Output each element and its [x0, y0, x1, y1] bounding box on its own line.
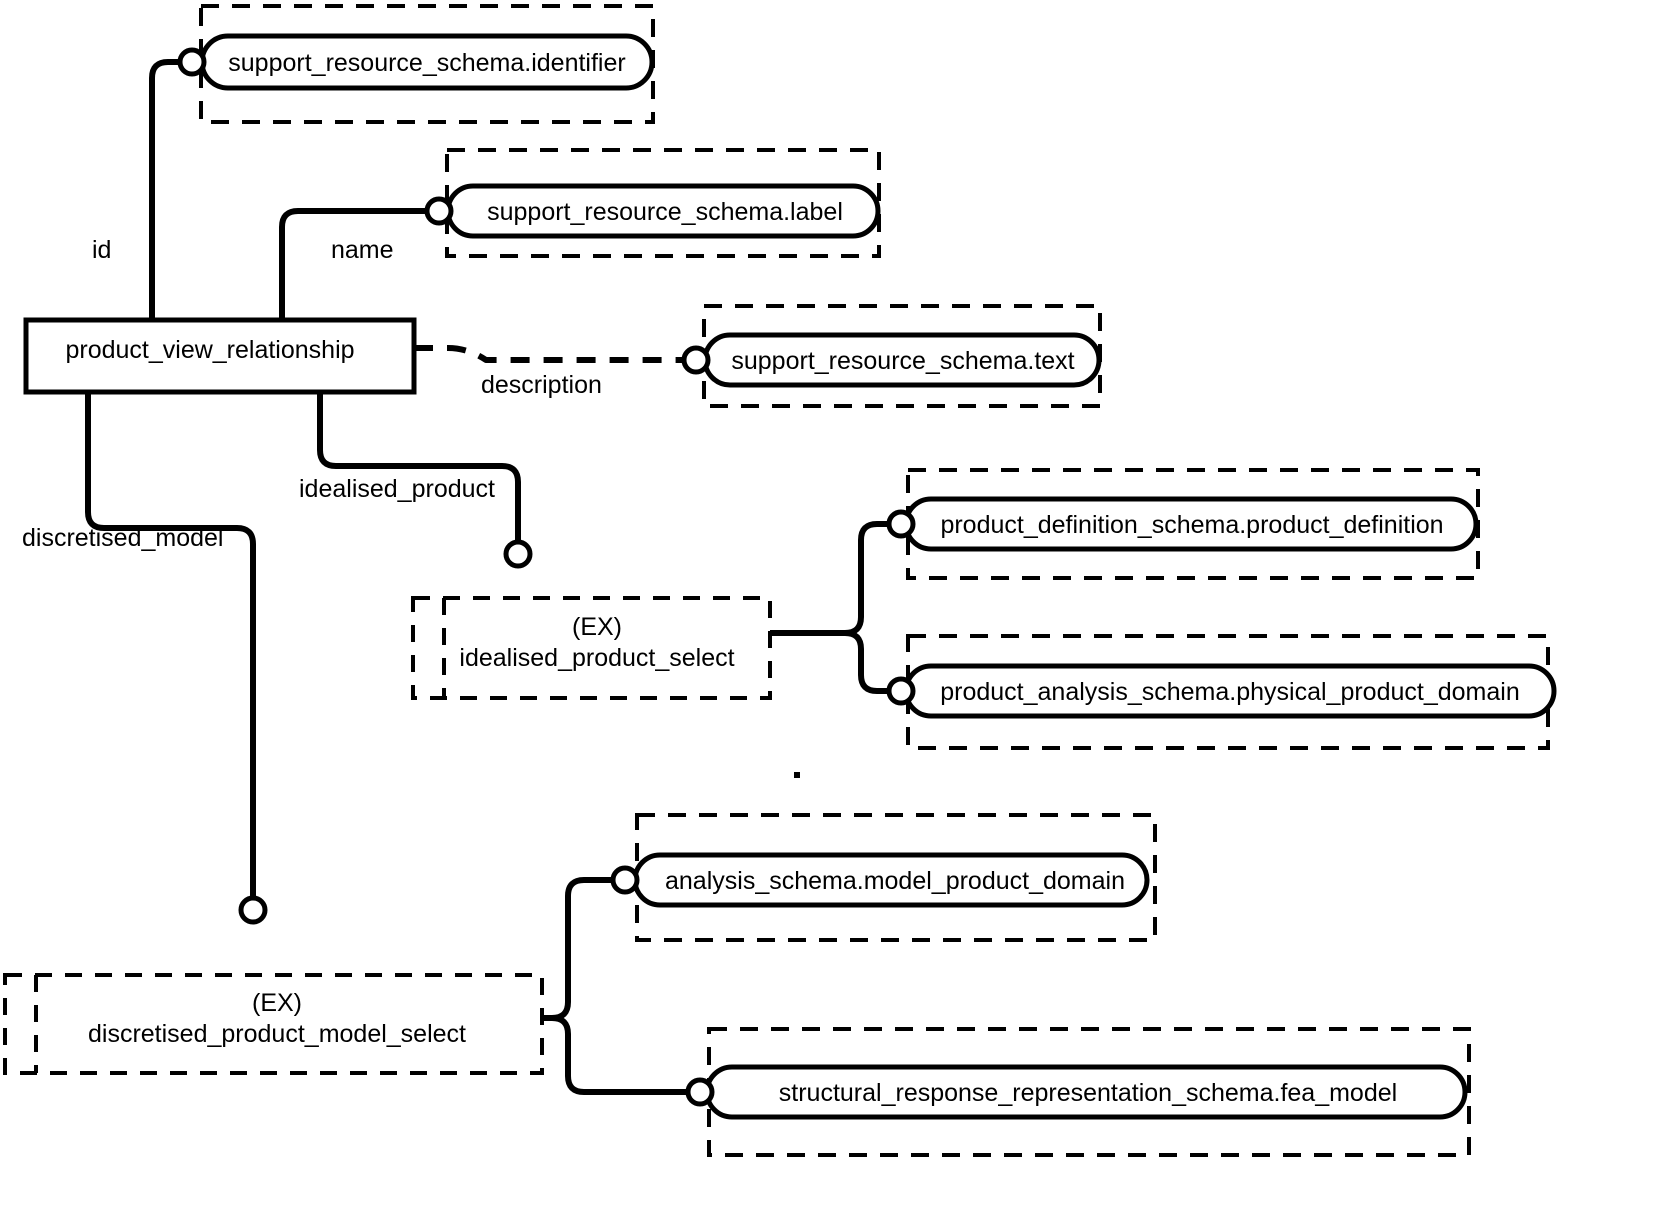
entity-box-product-view-relationship	[23, 317, 417, 395]
label-discretised-product-model-select-name: discretised_product_model_select	[88, 1020, 466, 1048]
label-idealised-product-select-prefix: (EX)	[572, 613, 622, 641]
label-support-resource-schema-text: support_resource_schema.text	[731, 347, 1074, 375]
connection-circle-fea-model	[685, 1077, 715, 1107]
relation-line-description	[414, 345, 690, 363]
label-analysis-schema-model-product-domain: analysis_schema.model_product_domain	[665, 867, 1125, 895]
relation-line-to-fea-model	[551, 1015, 690, 1095]
relation-line-id	[149, 59, 186, 320]
connection-circle-discretised-product-model-select	[238, 895, 268, 925]
attribute-label-idealised-product: idealised_product	[299, 475, 495, 503]
attribute-label-description: description	[481, 371, 602, 399]
connection-circle-physical-product-domain	[886, 676, 916, 706]
connection-circle-model-product-domain	[610, 865, 640, 895]
label-discretised-product-model-select-prefix: (EX)	[252, 989, 302, 1017]
label-support-resource-schema-label: support_resource_schema.label	[487, 198, 843, 226]
select-box-discretised-product-model-select	[3, 973, 544, 1075]
connection-circle-idealised-product-select	[503, 539, 533, 569]
label-idealised-product-select-name: idealised_product_select	[459, 644, 734, 672]
relation-line-to-model-product-domain	[551, 877, 613, 1021]
label-support-resource-schema-identifier: support_resource_schema.identifier	[228, 49, 625, 77]
connection-circle-text	[681, 345, 711, 375]
connection-circle-product-definition	[886, 509, 916, 539]
relation-line-discretised-model	[85, 392, 256, 904]
relation-line-name	[279, 208, 433, 320]
relation-line-to-product-definition	[844, 521, 896, 636]
label-product-definition-schema-product-definition: product_definition_schema.product_defini…	[940, 511, 1443, 539]
relation-line-to-physical-product-domain	[844, 630, 896, 694]
label-structural-response-representation-schema-fea-model: structural_response_representation_schem…	[779, 1079, 1397, 1107]
label-product-view-relationship: product_view_relationship	[65, 336, 354, 364]
label-product-analysis-schema-physical-product-domain: product_analysis_schema.physical_product…	[940, 678, 1520, 706]
scan-speck	[794, 772, 800, 778]
connection-circle-label	[424, 196, 454, 226]
relation-line-idealised-product	[317, 392, 521, 548]
select-box-idealised-product-select	[411, 596, 772, 700]
attribute-label-discretised-model: discretised_model	[22, 524, 224, 552]
attribute-label-name: name	[331, 236, 394, 264]
attribute-label-id: id	[92, 236, 111, 264]
connection-circle-identifier	[177, 47, 207, 77]
